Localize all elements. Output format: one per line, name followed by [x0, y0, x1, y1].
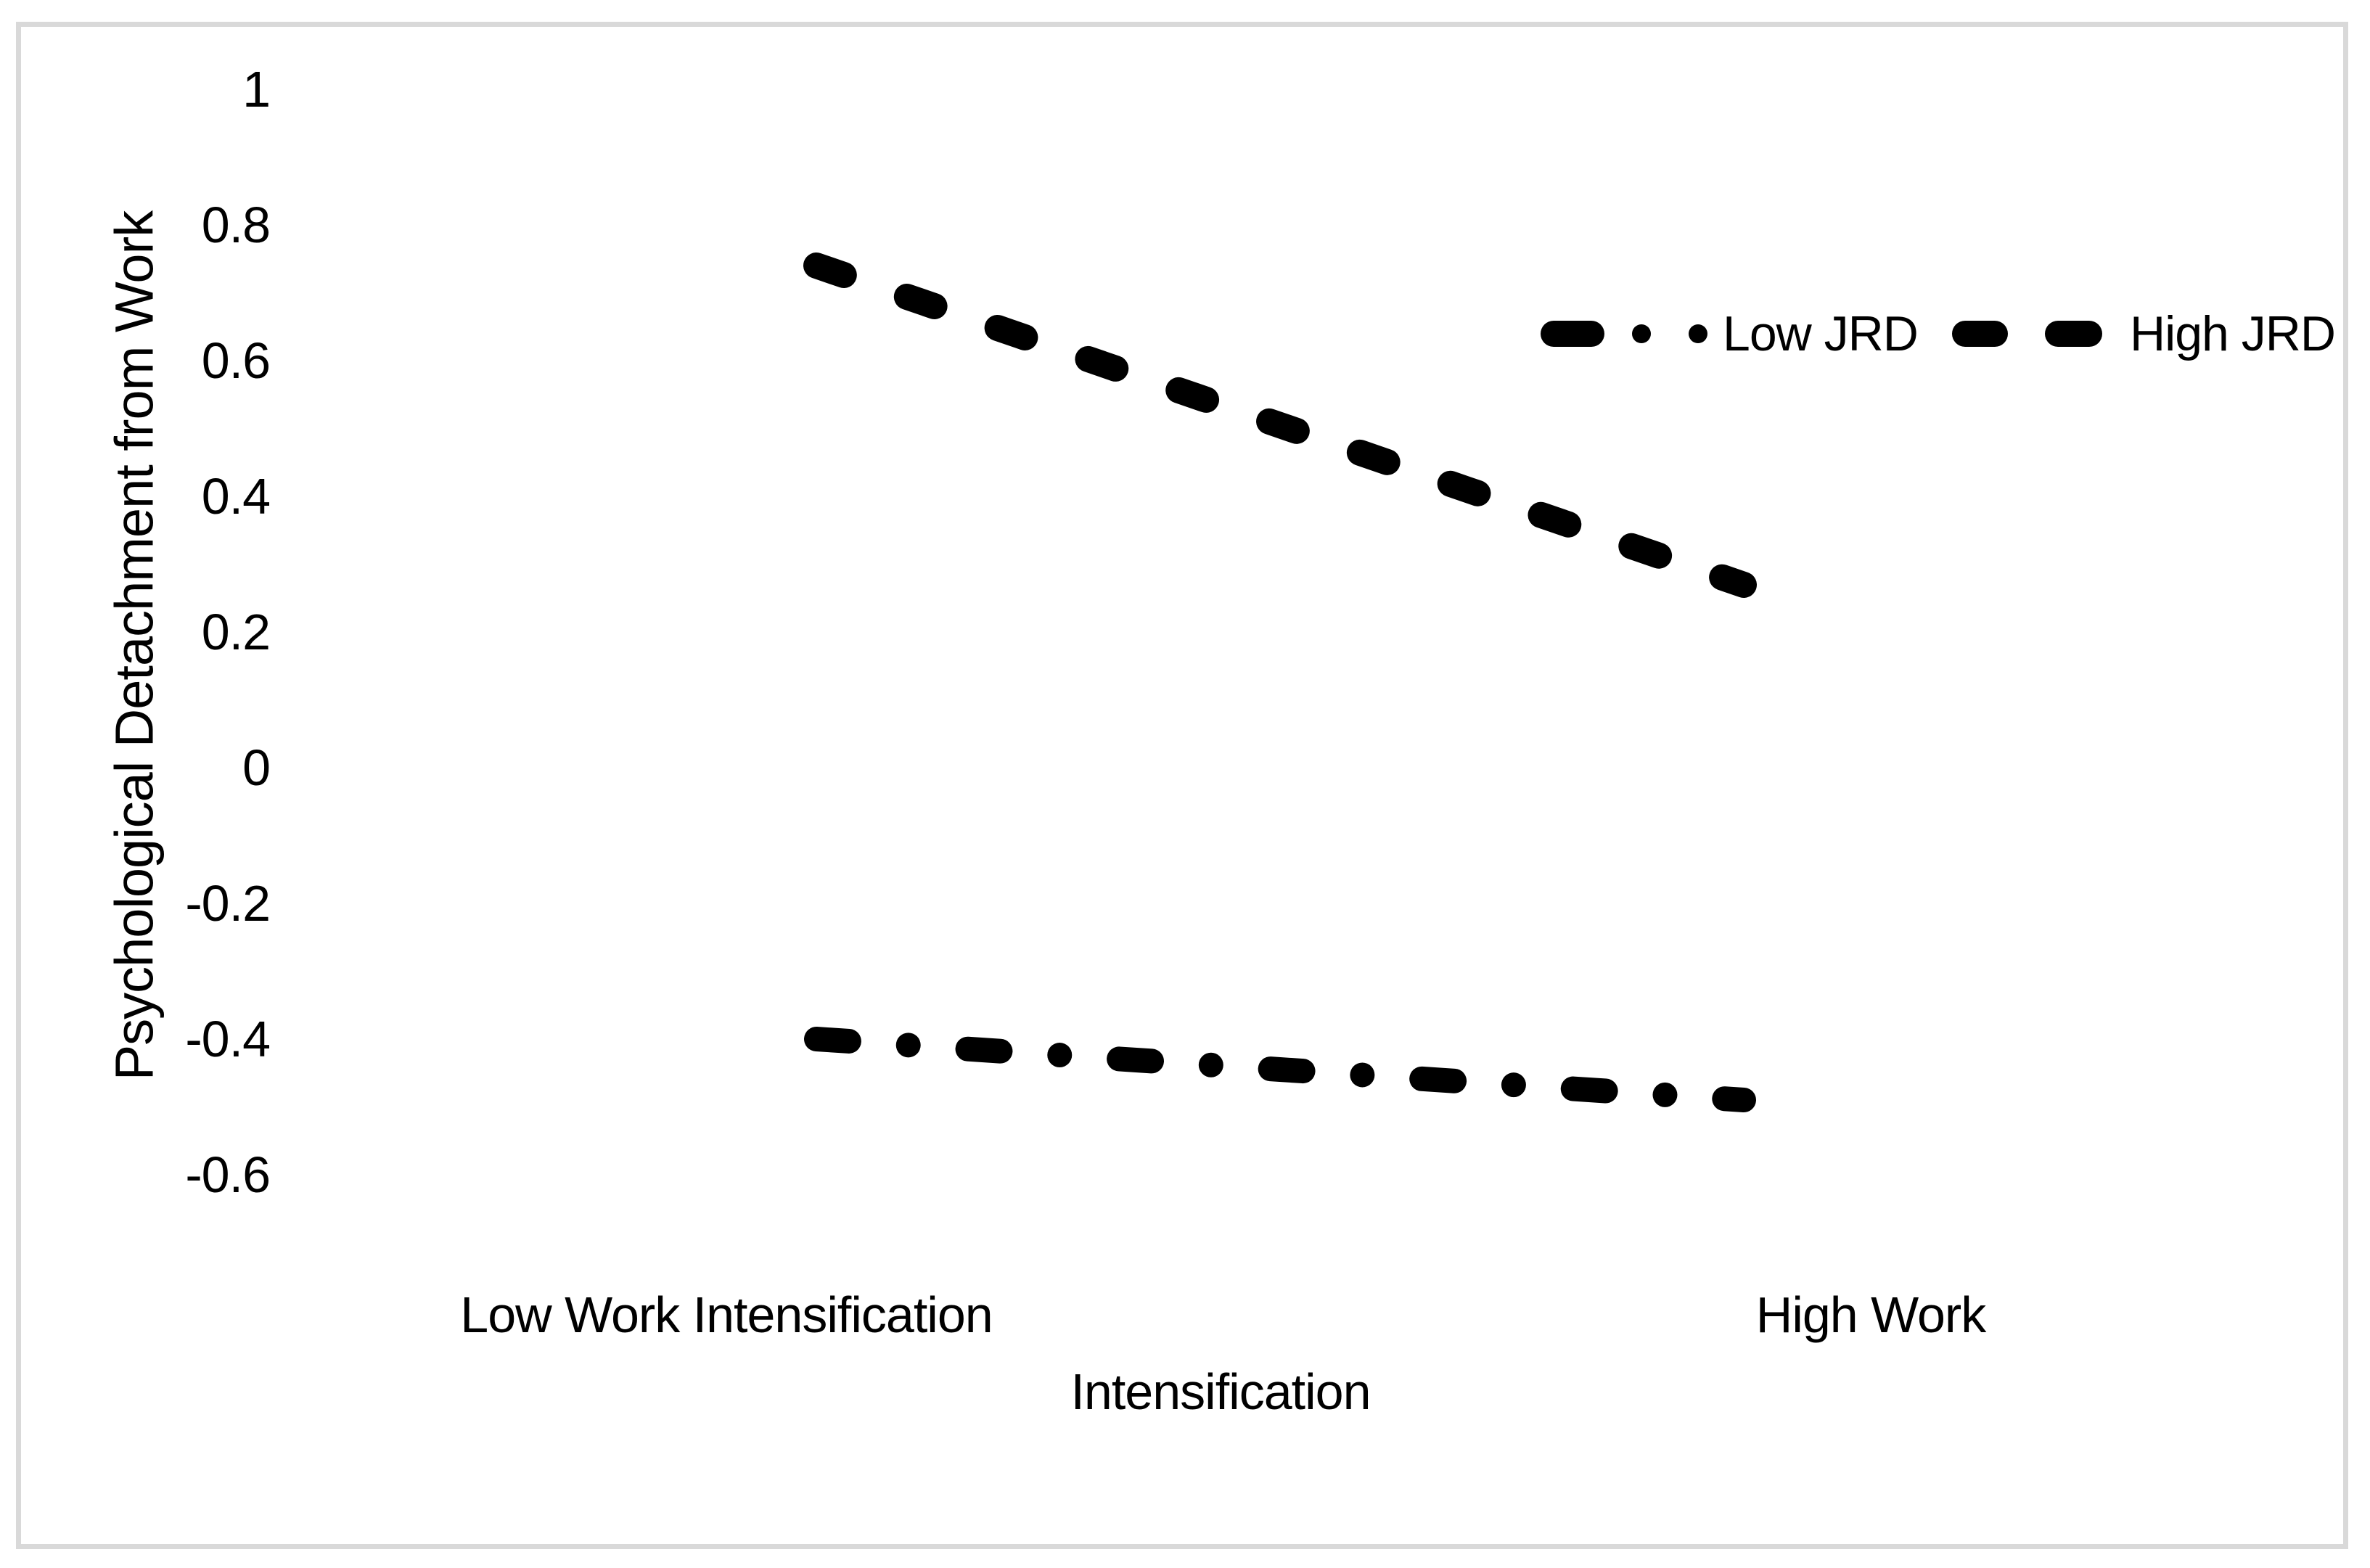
- y-axis-tick: 1: [242, 61, 271, 118]
- series-line-low-jrd: [804, 1027, 1756, 1112]
- legend-dot-icon: [1689, 324, 1707, 343]
- legend-dot-icon: [1632, 324, 1651, 343]
- legend-dash-icon: [1541, 321, 1604, 347]
- legend-label-high-jrd: High JRD: [2130, 306, 2336, 361]
- y-axis-tick: -0.2: [185, 875, 271, 932]
- x-axis-label-second-line: Intensification: [1070, 1363, 1371, 1420]
- legend-marker-low-jrd: [1541, 321, 1707, 347]
- legend-marker-high-jrd: [1952, 321, 2102, 347]
- series-line-high-jrd: [803, 253, 1757, 598]
- legend-dash-icon: [2045, 321, 2102, 347]
- x-axis-label-high: High Work: [1755, 1286, 1986, 1343]
- legend-dash-icon: [1952, 321, 2008, 347]
- legend-label-low-jrd: Low JRD: [1723, 306, 1919, 361]
- y-axis-tick: 0.4: [201, 468, 271, 525]
- y-axis-tick: 0.2: [201, 604, 271, 660]
- y-axis-tick: 0.8: [201, 197, 271, 253]
- x-axis-label-low: Low Work Intensification: [460, 1286, 993, 1343]
- y-axis-tick: -0.4: [185, 1011, 271, 1067]
- y-axis-tick: 0.6: [201, 332, 271, 389]
- y-axis-tick: 0: [242, 739, 271, 796]
- y-axis-tick: -0.6: [185, 1146, 271, 1203]
